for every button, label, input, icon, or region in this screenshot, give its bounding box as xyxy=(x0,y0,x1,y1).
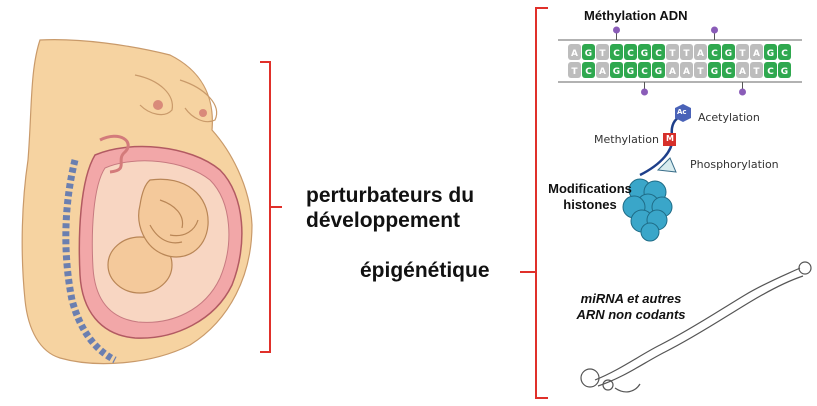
label-mirna: miRNA et autres ARN non codants xyxy=(551,291,711,323)
pregnant-woman-illustration xyxy=(22,40,252,364)
label-epigenetique: épigénétique xyxy=(360,258,490,283)
dna-base-letter: G xyxy=(711,67,718,77)
rna-loop xyxy=(799,262,811,274)
methyl-badge: M xyxy=(666,134,674,143)
dna-base-letter: C xyxy=(767,67,774,77)
rna-tail xyxy=(615,384,640,392)
dna-base-letter: T xyxy=(753,67,760,77)
dna-base-letter: A xyxy=(739,67,746,77)
label-acetylation: Acetylation xyxy=(698,111,760,124)
label-modifications-line1: Modifications xyxy=(541,181,639,197)
label-modifications-line2: histones xyxy=(541,197,639,213)
dna-base-letter: T xyxy=(739,49,746,59)
dna-base-letter: C xyxy=(711,49,718,59)
dna-base-letter: A xyxy=(683,67,690,77)
dna-base-letter: T xyxy=(683,49,690,59)
acetyl-badge: Ac xyxy=(677,108,687,116)
methyl-group-icon xyxy=(739,89,746,96)
methyl-group-icon xyxy=(641,89,648,96)
dna-base-letter: T xyxy=(599,49,606,59)
mirna-graphic xyxy=(581,262,811,392)
dna-base-letter: A xyxy=(697,49,704,59)
dna-base-letter: C xyxy=(725,67,732,77)
dna-base-letter: T xyxy=(697,67,704,77)
dna-base-letter: C xyxy=(655,49,662,59)
dna-base-letter: C xyxy=(781,49,788,59)
dna-base-letter: G xyxy=(627,67,634,77)
label-perturbateurs: perturbateurs du développement xyxy=(306,183,474,233)
dna-base-letter: A xyxy=(669,67,676,77)
dna-base-letter: C xyxy=(627,49,634,59)
dna-base-letter: G xyxy=(613,67,620,77)
methyl-group-icon xyxy=(711,27,718,34)
dna-base-letter: G xyxy=(585,49,592,59)
rna-bulge-2 xyxy=(603,380,613,390)
label-mirna-line2: ARN non codants xyxy=(551,307,711,323)
dna-base-letter: T xyxy=(571,67,578,77)
label-phosphorylation: Phosphorylation xyxy=(690,158,779,171)
dna-base-letter: G xyxy=(781,67,788,77)
methyl-group-icon xyxy=(613,27,620,34)
dna-base-letter: A xyxy=(571,49,578,59)
rna-strand-top xyxy=(595,268,800,380)
left-bracket xyxy=(260,62,270,352)
dna-base-letter: G xyxy=(641,49,648,59)
label-methylation-adn: Méthylation ADN xyxy=(584,8,688,23)
dna-base-letter: A xyxy=(599,67,606,77)
dna-base-letter: C xyxy=(613,49,620,59)
dna-base-letter: C xyxy=(641,67,648,77)
dna-base-letter: T xyxy=(669,49,676,59)
label-perturbateurs-line2: développement xyxy=(306,208,474,233)
label-methylation: Methylation xyxy=(594,133,659,146)
label-modifications-histones: Modifications histones xyxy=(541,181,639,213)
dna-base-letter: G xyxy=(725,49,732,59)
label-perturbateurs-line1: perturbateurs du xyxy=(306,183,474,208)
nipple xyxy=(153,100,163,110)
dna-base-letter: G xyxy=(767,49,774,59)
dna-base-letter: C xyxy=(585,67,592,77)
label-mirna-line1: miRNA et autres xyxy=(551,291,711,307)
dna-base-letter: A xyxy=(753,49,760,59)
rna-bulge xyxy=(581,369,599,387)
dna-base-letter: G xyxy=(655,67,662,77)
histone-graphic xyxy=(623,104,691,241)
nipple-2 xyxy=(199,109,207,117)
